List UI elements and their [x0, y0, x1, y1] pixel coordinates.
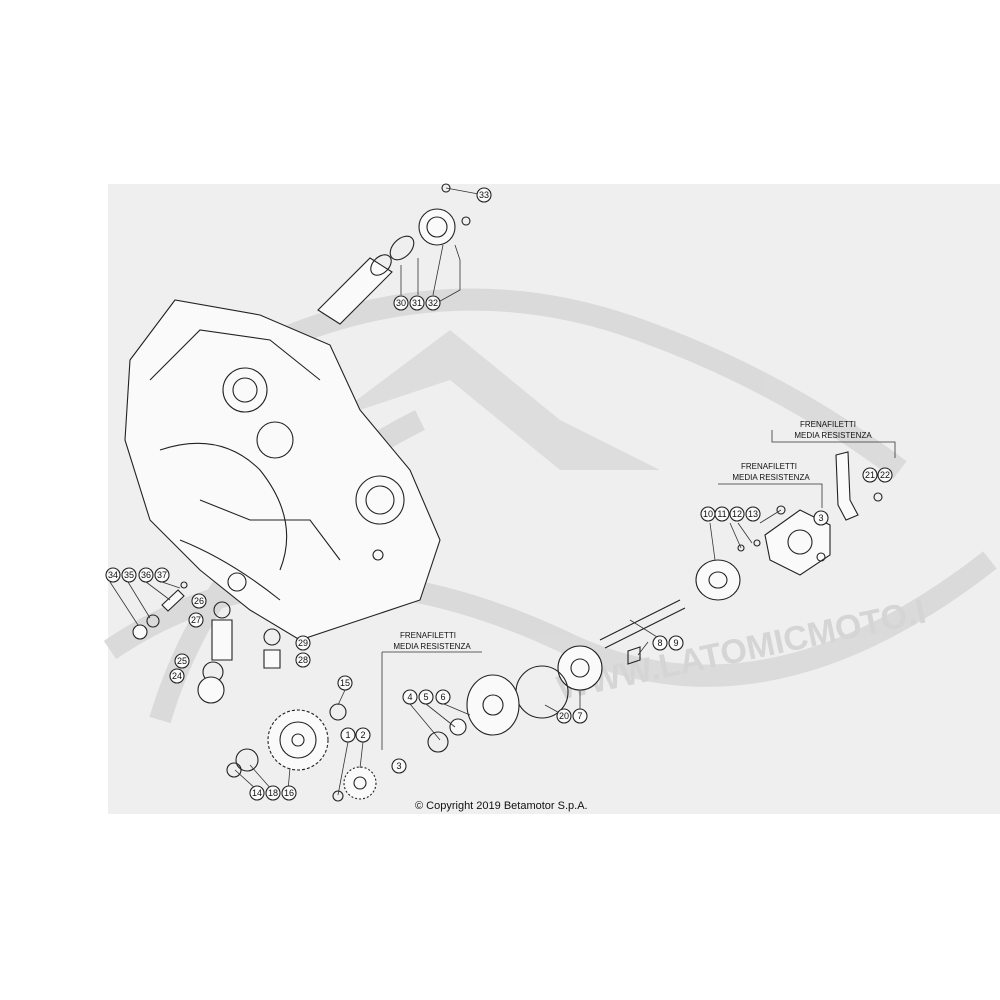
callout-21: 21	[862, 467, 878, 483]
svg-text:3: 3	[396, 761, 401, 771]
callout-20: 20	[556, 708, 572, 724]
callout-labels: 33 30 31 32 10 11 12 13 3 21 22 34 35 36…	[105, 187, 893, 801]
callout-11: 11	[714, 506, 730, 522]
svg-text:15: 15	[340, 678, 350, 688]
svg-text:22: 22	[880, 470, 890, 480]
svg-text:13: 13	[748, 509, 758, 519]
svg-text:12: 12	[732, 509, 742, 519]
callout-10: 10	[700, 506, 716, 522]
crankcase-housing	[124, 299, 441, 641]
svg-text:6: 6	[440, 692, 445, 702]
callout-15: 15	[337, 675, 353, 691]
callout-14: 14	[249, 785, 265, 801]
svg-text:8: 8	[657, 638, 662, 648]
svg-text:25: 25	[177, 656, 187, 666]
callout-28: 28	[295, 652, 311, 668]
svg-text:FRENAFILETTI: FRENAFILETTI	[400, 631, 456, 640]
callout-32: 32	[425, 295, 441, 311]
svg-text:9: 9	[673, 638, 678, 648]
note-frenafiletti-bottom: FRENAFILETTI MEDIA RESISTENZA	[381, 631, 482, 750]
oil-filter-assembly	[317, 183, 485, 325]
callout-2: 2	[355, 727, 371, 743]
callout-24: 24	[169, 668, 185, 684]
svg-text:18: 18	[268, 788, 278, 798]
callout-30: 30	[393, 295, 409, 311]
note-frenafiletti-top: FRENAFILETTI MEDIA RESISTENZA	[771, 420, 896, 458]
callout-4: 4	[402, 689, 418, 705]
callout-5: 5	[418, 689, 434, 705]
callout-1: 1	[340, 727, 356, 743]
callout-36: 36	[138, 567, 154, 583]
svg-text:32: 32	[428, 298, 438, 308]
svg-text:FRENAFILETTI: FRENAFILETTI	[800, 420, 856, 429]
svg-text:24: 24	[172, 671, 182, 681]
svg-text:30: 30	[396, 298, 406, 308]
svg-text:5: 5	[423, 692, 428, 702]
svg-text:26: 26	[194, 596, 204, 606]
svg-text:28: 28	[298, 655, 308, 665]
callout-6: 6	[435, 689, 451, 705]
callout-27: 27	[188, 612, 204, 628]
callout-12: 12	[729, 506, 745, 522]
svg-text:2: 2	[360, 730, 365, 740]
svg-text:29: 29	[298, 638, 308, 648]
svg-text:MEDIA RESISTENZA: MEDIA RESISTENZA	[732, 473, 810, 482]
svg-text:3: 3	[818, 513, 823, 523]
callout-31: 31	[409, 295, 425, 311]
callout-25: 25	[174, 653, 190, 669]
gear-set	[226, 703, 377, 802]
callout-26: 26	[191, 593, 207, 609]
note-frenafiletti-middle: FRENAFILETTI MEDIA RESISTENZA	[718, 462, 823, 508]
svg-text:7: 7	[577, 711, 582, 721]
svg-text:33: 33	[479, 190, 489, 200]
svg-text:16: 16	[284, 788, 294, 798]
callout-18: 18	[265, 785, 281, 801]
svg-text:4: 4	[407, 692, 412, 702]
svg-text:11: 11	[717, 509, 726, 519]
callout-22: 22	[877, 467, 893, 483]
svg-text:MEDIA RESISTENZA: MEDIA RESISTENZA	[794, 431, 872, 440]
svg-text:35: 35	[124, 570, 134, 580]
callout-35: 35	[121, 567, 137, 583]
callout-3-bottom: 3	[391, 758, 407, 774]
callout-9: 9	[668, 635, 684, 651]
svg-text:36: 36	[141, 570, 151, 580]
svg-text:21: 21	[865, 470, 875, 480]
callout-8: 8	[652, 635, 668, 651]
callout-34: 34	[105, 567, 121, 583]
callout-33: 33	[476, 187, 492, 203]
callout-37: 37	[154, 567, 170, 583]
svg-text:31: 31	[412, 298, 422, 308]
callout-3-right: 3	[813, 510, 829, 526]
callout-13: 13	[745, 506, 761, 522]
svg-text:37: 37	[157, 570, 167, 580]
left-side-parts	[132, 581, 281, 704]
callout-7: 7	[572, 708, 588, 724]
callout-29: 29	[295, 635, 311, 651]
callout-16: 16	[281, 785, 297, 801]
svg-text:FRENAFILETTI: FRENAFILETTI	[741, 462, 797, 471]
svg-text:34: 34	[108, 570, 118, 580]
oil-pump-assembly	[427, 451, 883, 753]
svg-text:1: 1	[345, 730, 350, 740]
svg-text:10: 10	[703, 509, 713, 519]
copyright-notice: © Copyright 2019 Betamotor S.p.A.	[415, 800, 588, 812]
svg-text:20: 20	[559, 711, 569, 721]
svg-text:27: 27	[191, 615, 201, 625]
svg-text:MEDIA RESISTENZA: MEDIA RESISTENZA	[393, 642, 471, 651]
svg-text:14: 14	[252, 788, 262, 798]
